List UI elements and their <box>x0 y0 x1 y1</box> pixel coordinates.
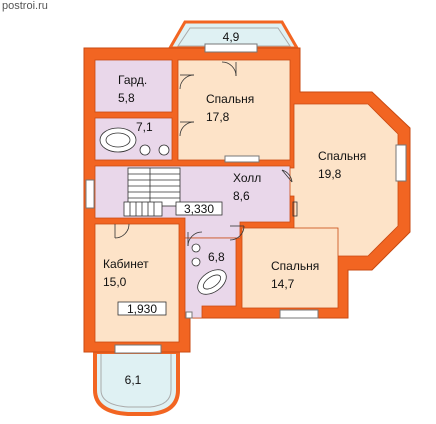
bedroom-bottom-name: Спальня <box>271 259 319 273</box>
balcony-top-area: 4,9 <box>223 30 240 44</box>
bath-mid-area: 6,8 <box>208 250 225 264</box>
balcony-bottom-area: 6,1 <box>125 373 142 387</box>
bedroom-top-area: 17,8 <box>206 110 230 124</box>
doors <box>114 61 293 247</box>
wall-outlets <box>292 201 298 217</box>
site-watermark: postroi.ru <box>2 0 48 12</box>
bedroom-right-area: 19,8 <box>318 167 342 181</box>
fixtures <box>99 127 227 295</box>
study-area: 15,0 <box>103 275 127 289</box>
balcony-bottom <box>93 350 180 416</box>
study-level-mark: 1,930 <box>127 302 157 316</box>
hall-area: 8,6 <box>233 189 250 203</box>
bedroom-right-name: Спальня <box>318 149 366 163</box>
bedroom-top-name: Спальня <box>206 92 254 106</box>
wardrobe-area: 5,8 <box>118 91 135 105</box>
study-level-box <box>117 301 167 316</box>
windows <box>85 43 407 354</box>
hall-name: Холл <box>233 171 261 185</box>
bath-top-area: 7,1 <box>136 120 153 134</box>
wardrobe-name: Гард. <box>118 73 147 87</box>
study-name: Кабинет <box>103 257 149 271</box>
staircase <box>123 167 181 217</box>
hall-level-box <box>175 201 223 216</box>
hall-level-mark: 3,330 <box>184 202 214 216</box>
bedroom-bottom-area: 14,7 <box>271 277 295 291</box>
